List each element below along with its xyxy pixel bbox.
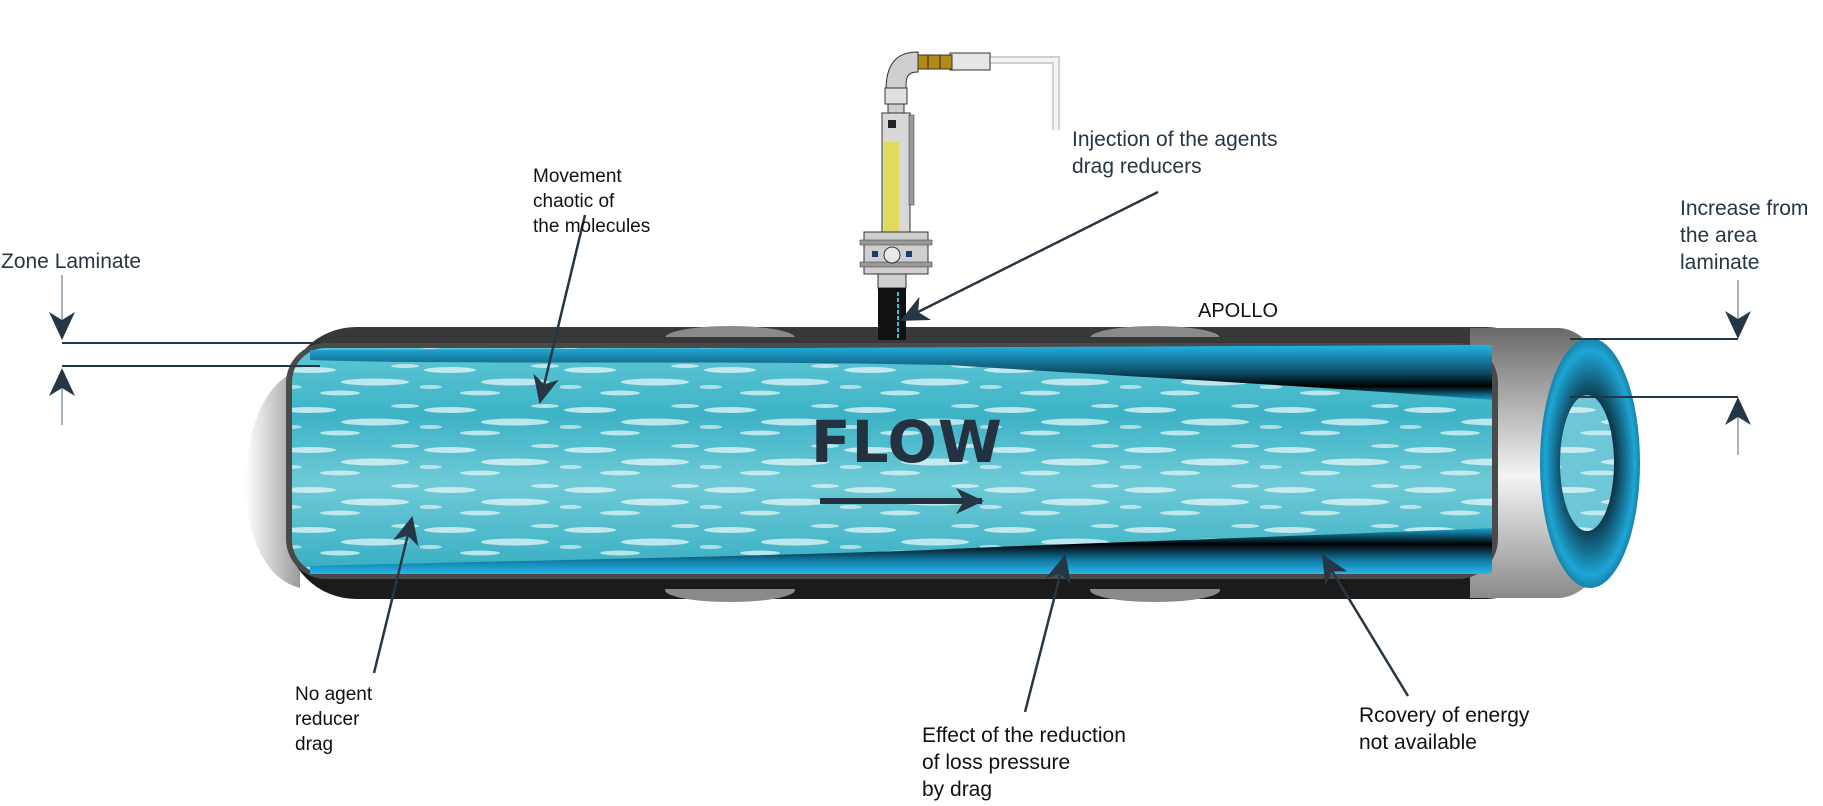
label-no-agent: No agent reducer drag: [295, 684, 373, 755]
injector: [859, 51, 1060, 340]
zone-laminate-dimension: [49, 275, 320, 425]
leader-no-agent: [372, 516, 419, 674]
leader-recovery: [1321, 554, 1410, 697]
pipe-opening: [1540, 338, 1640, 588]
drag-layer-bottom: [310, 528, 1492, 574]
label-effect: Effect of the reduction of loss pressure…: [922, 724, 1126, 801]
water-flow: [286, 343, 1498, 579]
leader-effect: [1023, 554, 1072, 713]
label-injection: Injection of the agents drag reducers: [1072, 128, 1278, 178]
label-recovery: Rcovery of energy not available: [1359, 704, 1530, 754]
leader-movement: [533, 214, 587, 404]
increase-laminate-dimension: [1570, 280, 1751, 455]
apollo-mark: APOLLO: [1198, 300, 1279, 322]
leader-injection: [900, 190, 1159, 322]
label-increase: Increase from the area laminate: [1680, 197, 1809, 274]
flow-label: FLOW: [811, 408, 1003, 476]
label-zone-laminate: Zone Laminate: [1, 250, 142, 273]
label-movement: Movement chaotic of the molecules: [533, 166, 651, 237]
drag-layer-top: [310, 345, 1492, 400]
